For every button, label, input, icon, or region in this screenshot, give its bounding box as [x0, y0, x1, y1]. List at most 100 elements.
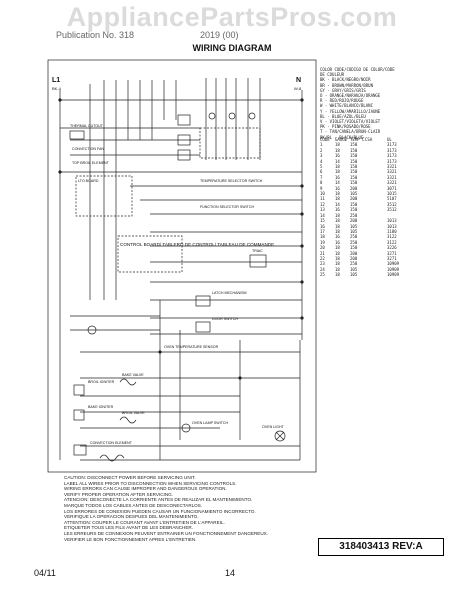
gauge-table-cell: 3: [320, 153, 323, 159]
gauge-table-cell: 18: [335, 191, 340, 197]
gauge-table-cell: 11: [320, 196, 325, 202]
gauge-table-cell: 150: [350, 169, 358, 175]
l1-wire-label: BK-4: [52, 86, 62, 91]
oven-light-label: OVEN LIGHT: [262, 425, 285, 429]
color-code-legend: COLOR CODE/CODIGO DE COLOR/CODE DE COULE…: [320, 67, 450, 140]
gauge-table-cell: 16: [335, 185, 340, 191]
neutral-wire-label: W-8: [294, 86, 302, 91]
neutral-label: N: [296, 77, 301, 84]
gauge-table-cell: 18: [335, 266, 340, 272]
gauge-table-cell: 1015: [387, 191, 397, 197]
gauge-table-cell: 13: [320, 207, 325, 213]
page-number: 14: [225, 568, 236, 578]
gauge-table-cell: 18: [335, 212, 340, 218]
gauge-table-cell: 250: [350, 261, 358, 267]
gauge-table-cell: 250: [350, 212, 358, 218]
gauge-table-cell: 3071: [387, 185, 397, 191]
gauge-table-cell: 20: [320, 245, 325, 251]
gauge-table-cell: 22: [320, 255, 325, 261]
legend-line: BK/BL - BLACK/BLUE: [320, 134, 364, 140]
gauge-table-cell: 200: [350, 196, 358, 202]
gauge-table-cell: 105: [350, 191, 358, 197]
note-line: VERIFIER LE BON FONCTIONNEMENT APRES L'E…: [64, 536, 197, 542]
gauge-table-cell: 3173: [387, 153, 397, 159]
gauge-table-cell: 14: [335, 180, 340, 186]
gauge-table-cell: 1013: [387, 223, 397, 229]
legend-line: T - TAN/CANELA/BRUN-CLAIR: [320, 129, 381, 135]
gauge-table-cell: 14: [320, 212, 325, 218]
convection-fan-label: CONVECTION FAN: [72, 147, 104, 151]
gauge-table-cell: 18: [335, 223, 340, 229]
convection-element-label: CONVECTION ELEMENT: [90, 441, 133, 445]
bake-igniter-label: BAKE IGNITER: [88, 405, 114, 409]
gauge-table-cell: 3173: [387, 147, 397, 153]
header-cell: CSA: [365, 137, 373, 142]
legend-line: GY - GRAY/GRIS/GRIS: [320, 87, 366, 93]
legend-line: PK - PINK/ROSADO/ROSE: [320, 124, 371, 130]
schematic-frame: [47, 59, 317, 473]
gauge-table-cell: 18: [335, 169, 340, 175]
gauge-table-cell: 18: [335, 261, 340, 267]
lto-board-box: [75, 175, 133, 217]
gauge-table-cell: 18: [335, 147, 340, 153]
watermark: AppliancePartsPros.com: [66, 2, 398, 32]
legend-line: Y - YELLOW/AMARILLO/JAUNE: [320, 108, 381, 114]
note-line: LABEL ALL WIRES PRIOR TO DISCONNECTION W…: [64, 480, 237, 486]
gauge-table-cell: 18: [320, 234, 325, 240]
gauge-table-cell: 5107: [387, 196, 397, 202]
function-selector-label: FUNCTION SELECTOR SWITCH: [200, 205, 254, 209]
triac-label: TRIAC: [252, 249, 263, 253]
door-latch-label: LATCH MECHANISM: [212, 291, 246, 295]
gauge-table-cell: 18: [335, 164, 340, 170]
gauge-table-cell: 16: [335, 153, 340, 159]
gauge-table-row: 10 18 105 1015: [320, 191, 450, 196]
gauge-table-cell: 10909: [387, 272, 400, 278]
gauge-table-cell: [365, 272, 387, 277]
gauge-table-cell: 16: [335, 174, 340, 180]
gauge-table-cell: 18: [335, 250, 340, 256]
gauge-table-cell: 10: [320, 191, 325, 197]
gauge-table-cell: 150: [350, 158, 358, 164]
legend-line: R - RED/ROJO/ROUGE: [320, 98, 364, 104]
gauge-table-cell: 15: [320, 218, 325, 224]
gauge-table-cell: 3226: [387, 245, 397, 251]
note-line: ETIQUETER TOUS LES FILS AVANT DE LES DEB…: [64, 525, 193, 531]
gauge-table-cell: 1: [320, 142, 323, 148]
gauge-table-cell: 150: [350, 207, 358, 213]
gauge-table-cell: 18: [335, 142, 340, 148]
gauge-table-cell: 14: [335, 158, 340, 164]
gauge-table-cell: 10909: [387, 266, 400, 272]
gauge-table-cell: 3321: [387, 180, 397, 186]
gauge-table-cell: 3512: [387, 201, 397, 207]
gauge-table-cell: 200: [350, 250, 358, 256]
legend-line: BR - BROWN/MARRON/BRUN: [320, 82, 373, 88]
legend-line: BK - BLACK/NEGRO/NOIR: [320, 77, 371, 83]
gauge-table-cell: 3321: [387, 174, 397, 180]
bake-valve-label: BAKE VALVE: [122, 373, 144, 377]
gauge-table-cell: 150: [350, 180, 358, 186]
note-line: WIRING ERRORS CAN CAUSE IMPROPER AND DAN…: [64, 486, 227, 492]
gauge-table-cell: 250: [350, 234, 358, 240]
gauge-table-cell: 16: [320, 223, 325, 229]
note-line: VERIFIQUE LA OPERACION DESPUES DEL MANTE…: [64, 514, 199, 520]
legend-line: W - WHITE/BLANCO/BLANC: [320, 103, 373, 109]
legend-line: BL - BLUE/AZUL/BLEU: [320, 113, 366, 119]
gauge-table-cell: 250: [350, 239, 358, 245]
gauge-table-cell: 18: [335, 218, 340, 224]
